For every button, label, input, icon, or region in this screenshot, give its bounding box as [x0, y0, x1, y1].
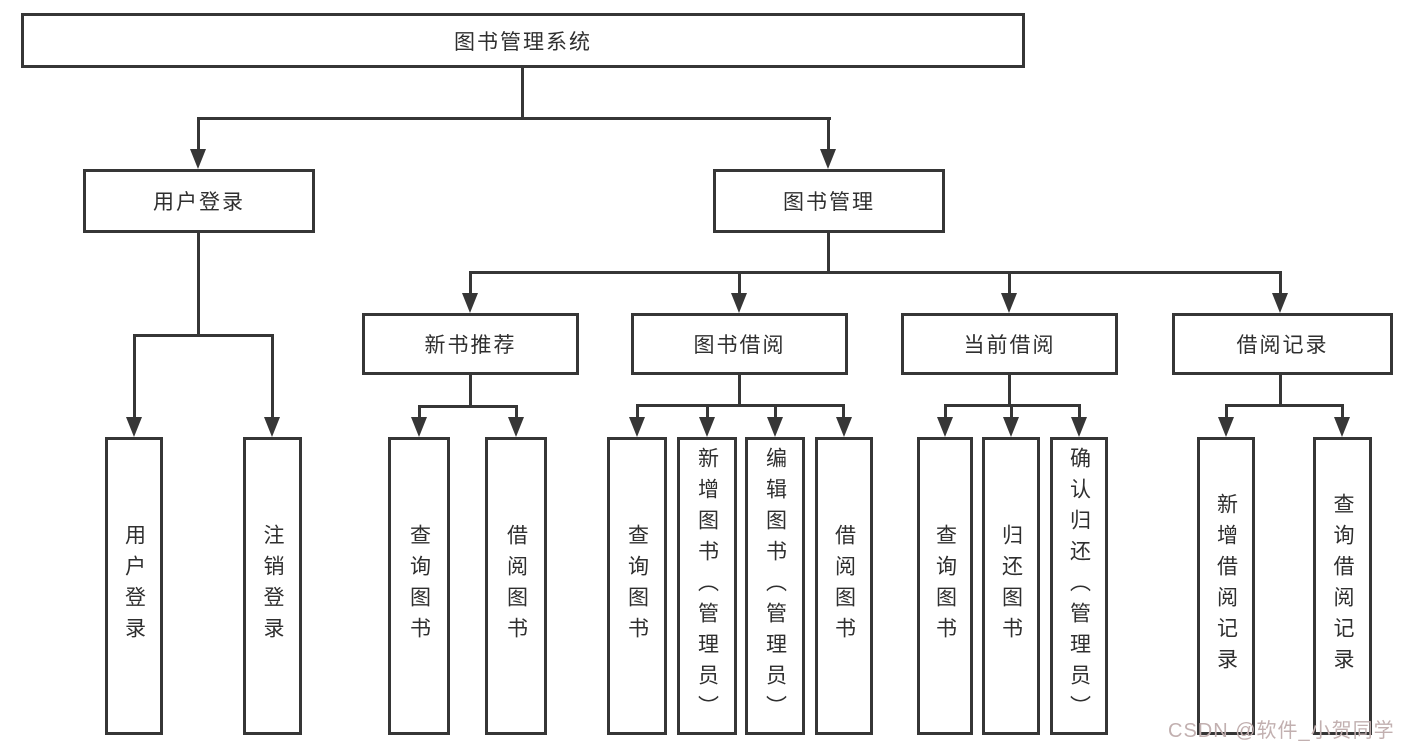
- arrow-down-icon: [264, 417, 280, 437]
- leaf-label: 新增图书（管理员）: [695, 446, 719, 726]
- node-current-borrow: 当前借阅: [901, 313, 1118, 375]
- arrow-down-icon: [820, 149, 836, 169]
- connector-line: [636, 404, 639, 419]
- node-label: 图书借阅: [693, 334, 786, 357]
- connector-line: [197, 117, 831, 120]
- leaf-edit-books-admin: 编辑图书（管理员）: [745, 437, 805, 735]
- connector-line: [827, 233, 830, 274]
- arrow-down-icon: [767, 417, 783, 437]
- connector-line: [469, 271, 472, 295]
- arrow-down-icon: [1272, 293, 1288, 313]
- leaf-label: 查询图书: [933, 524, 957, 648]
- connector-line: [1279, 271, 1282, 295]
- node-library-system-root: 图书管理系统: [21, 13, 1025, 68]
- arrow-down-icon: [508, 417, 524, 437]
- leaf-borrow-books: 借阅图书: [485, 437, 547, 735]
- connector-line: [521, 68, 524, 119]
- leaf-query-books: 查询图书: [917, 437, 973, 735]
- connector-line: [418, 405, 518, 408]
- connector-line: [738, 375, 741, 407]
- leaf-label: 编辑图书（管理员）: [763, 446, 787, 726]
- connector-line: [1008, 375, 1011, 407]
- arrow-down-icon: [1218, 417, 1234, 437]
- node-label: 借阅记录: [1236, 334, 1329, 357]
- leaf-label: 查询借阅记录: [1331, 493, 1355, 679]
- leaf-label: 归还图书: [999, 524, 1023, 648]
- connector-line: [1008, 271, 1011, 295]
- leaf-logout-login: 注销登录: [243, 437, 302, 735]
- arrow-down-icon: [1071, 417, 1087, 437]
- connector-line: [418, 405, 421, 419]
- leaf-add-borrow-record: 新增借阅记录: [1197, 437, 1255, 735]
- connector-line: [469, 375, 472, 408]
- leaf-query-books: 查询图书: [388, 437, 450, 735]
- connector-line: [636, 404, 845, 407]
- node-borrow-records: 借阅记录: [1172, 313, 1393, 375]
- node-label: 用户登录: [153, 191, 245, 214]
- node-label: 图书管理: [783, 191, 875, 214]
- connector-line: [827, 117, 830, 151]
- connector-line: [133, 334, 136, 418]
- arrow-down-icon: [937, 417, 953, 437]
- leaf-confirm-return-admin: 确认归还（管理员）: [1050, 437, 1108, 735]
- node-new-book-recommend: 新书推荐: [362, 313, 579, 375]
- leaf-query-borrow-record: 查询借阅记录: [1313, 437, 1372, 735]
- connector-line: [1225, 404, 1344, 407]
- node-label: 当前借阅: [963, 334, 1056, 357]
- arrow-down-icon: [629, 417, 645, 437]
- connector-line: [469, 271, 1282, 274]
- connector-line: [1010, 404, 1013, 419]
- arrow-down-icon: [462, 293, 478, 313]
- connector-line: [738, 271, 741, 295]
- arrow-down-icon: [731, 293, 747, 313]
- node-book-management: 图书管理: [713, 169, 945, 233]
- node-label: 图书管理系统: [454, 30, 592, 54]
- leaf-label: 借阅图书: [504, 524, 528, 648]
- leaf-user-login: 用户登录: [105, 437, 163, 735]
- connector-line: [515, 405, 518, 419]
- leaf-return-books: 归还图书: [982, 437, 1040, 735]
- arrow-down-icon: [411, 417, 427, 437]
- connector-line: [271, 334, 274, 418]
- connector-line: [1225, 404, 1228, 419]
- connector-line: [1279, 375, 1282, 407]
- connector-line: [133, 334, 274, 337]
- arrow-down-icon: [126, 417, 142, 437]
- connector-line: [1341, 404, 1344, 419]
- leaf-label: 借阅图书: [832, 524, 856, 648]
- leaf-add-books-admin: 新增图书（管理员）: [677, 437, 737, 735]
- leaf-label: 查询图书: [407, 524, 431, 648]
- connector-line: [944, 404, 947, 419]
- arrow-down-icon: [1334, 417, 1350, 437]
- connector-line: [842, 404, 845, 419]
- leaf-label: 用户登录: [122, 524, 146, 648]
- node-label: 新书推荐: [424, 334, 517, 357]
- leaf-label: 确认归还（管理员）: [1067, 446, 1091, 726]
- leaf-label: 注销登录: [261, 524, 285, 648]
- connector-line: [1078, 404, 1081, 419]
- connector-line: [774, 404, 777, 419]
- leaf-borrow-books: 借阅图书: [815, 437, 873, 735]
- arrow-down-icon: [190, 149, 206, 169]
- leaf-label: 查询图书: [625, 524, 649, 648]
- connector-line: [197, 117, 200, 151]
- node-user-login: 用户登录: [83, 169, 315, 233]
- arrow-down-icon: [1001, 293, 1017, 313]
- arrow-down-icon: [699, 417, 715, 437]
- leaf-label: 新增借阅记录: [1214, 493, 1238, 679]
- connector-line: [706, 404, 709, 419]
- node-book-borrow: 图书借阅: [631, 313, 848, 375]
- watermark: CSDN @软件_小贺同学: [1168, 720, 1395, 742]
- arrow-down-icon: [1003, 417, 1019, 437]
- leaf-query-books: 查询图书: [607, 437, 667, 735]
- connector-line: [197, 233, 200, 337]
- arrow-down-icon: [836, 417, 852, 437]
